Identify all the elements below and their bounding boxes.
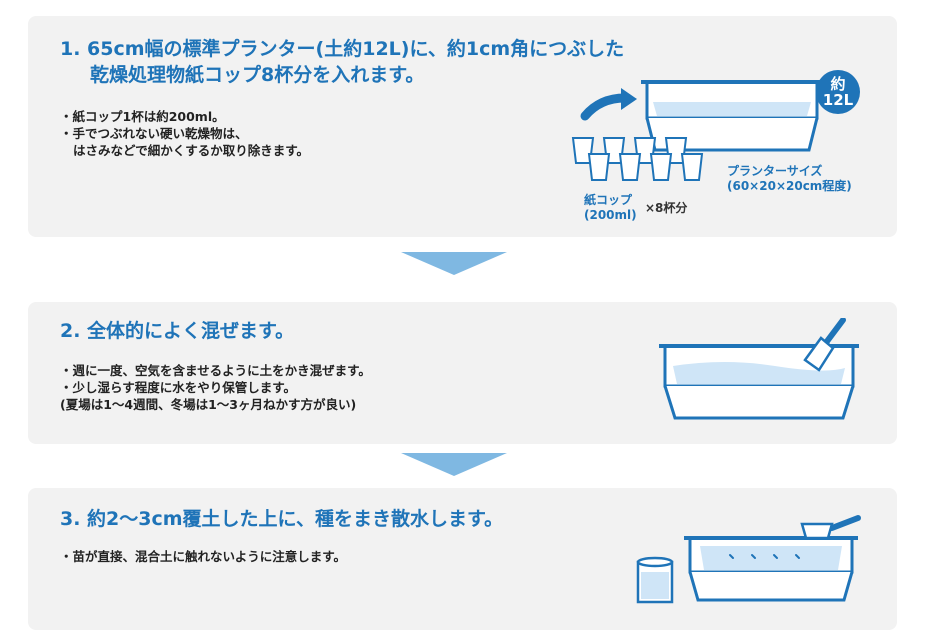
down-arrow-icon <box>401 252 507 275</box>
badge-line1: 約 <box>830 75 846 93</box>
step1-bullets: ・紙コップ1杯は約200ml。 ・手でつぶれない硬い乾燥物は、 はさみなどで細か… <box>60 108 309 159</box>
cup-label-line2: (200ml) <box>584 208 637 222</box>
step1-bullet-1: ・紙コップ1杯は約200ml。 <box>60 109 225 124</box>
cups-to-planter-illustration <box>571 80 823 181</box>
arrow-head-icon <box>621 88 637 110</box>
seeding-illustration <box>636 515 861 604</box>
paper-cups-icon <box>571 137 704 181</box>
planter-icon <box>659 344 859 420</box>
volume-badge: 約 12L <box>816 70 860 114</box>
planter-icon <box>641 80 823 152</box>
step1-bullet-2-cont: はさみなどで細かくするか取り除きます。 <box>73 143 310 158</box>
cup-label: 紙コップ (200ml) <box>584 193 637 223</box>
step1-title: 1. 65cm幅の標準プランター(土約12L)に、約1cm角につぶした 乾燥処理… <box>60 36 624 88</box>
scoop-icon <box>800 515 861 540</box>
step2-bullet-3: (夏場は1～4週間、冬場は1～3ヶ月ねかす方が良い) <box>60 397 357 412</box>
step3-bullet-1: ・苗が直接、混合土に触れないように注意します。 <box>60 549 347 564</box>
cup-label-line1: 紙コップ <box>584 193 633 207</box>
water-cup-icon <box>636 556 674 604</box>
step2-bullet-1: ・週に一度、空気を含ませるように土をかき混ぜます。 <box>60 363 371 378</box>
seed-dots-icon <box>729 554 800 559</box>
cup-count-label: ×8杯分 <box>645 201 688 215</box>
step3-bullets: ・苗が直接、混合土に触れないように注意します。 <box>60 548 346 565</box>
down-arrow-icon <box>401 453 507 476</box>
curved-arrow-icon <box>580 93 630 121</box>
step3-title: 3. 約2～3cm覆土した上に、種をまき散水します。 <box>60 508 504 530</box>
planter-icon <box>684 536 858 602</box>
planter-label-line1: プランターサイズ <box>727 164 823 178</box>
step1-title-line1: 1. 65cm幅の標準プランター(土約12L)に、約1cm角につぶした <box>60 38 625 60</box>
badge-line2: 12L <box>822 91 854 109</box>
planter-size-label: プランターサイズ (60×20×20cm程度) <box>727 164 852 194</box>
mixing-planter-illustration <box>659 318 859 420</box>
step1-bullet-2: ・手でつぶれない硬い乾燥物は、 <box>60 126 248 141</box>
trowel-icon <box>803 318 846 372</box>
step2-title: 2. 全体的によく混ぜます。 <box>60 320 295 342</box>
step1-title-line2: 乾燥処理物紙コップ8杯分を入れます。 <box>90 64 425 86</box>
step2-bullet-2: ・少し湿らす程度に水をやり保管します。 <box>60 380 297 395</box>
step2-bullets: ・週に一度、空気を含ませるように土をかき混ぜます。 ・少し湿らす程度に水をやり保… <box>60 362 371 413</box>
planter-label-line2: (60×20×20cm程度) <box>727 179 852 193</box>
